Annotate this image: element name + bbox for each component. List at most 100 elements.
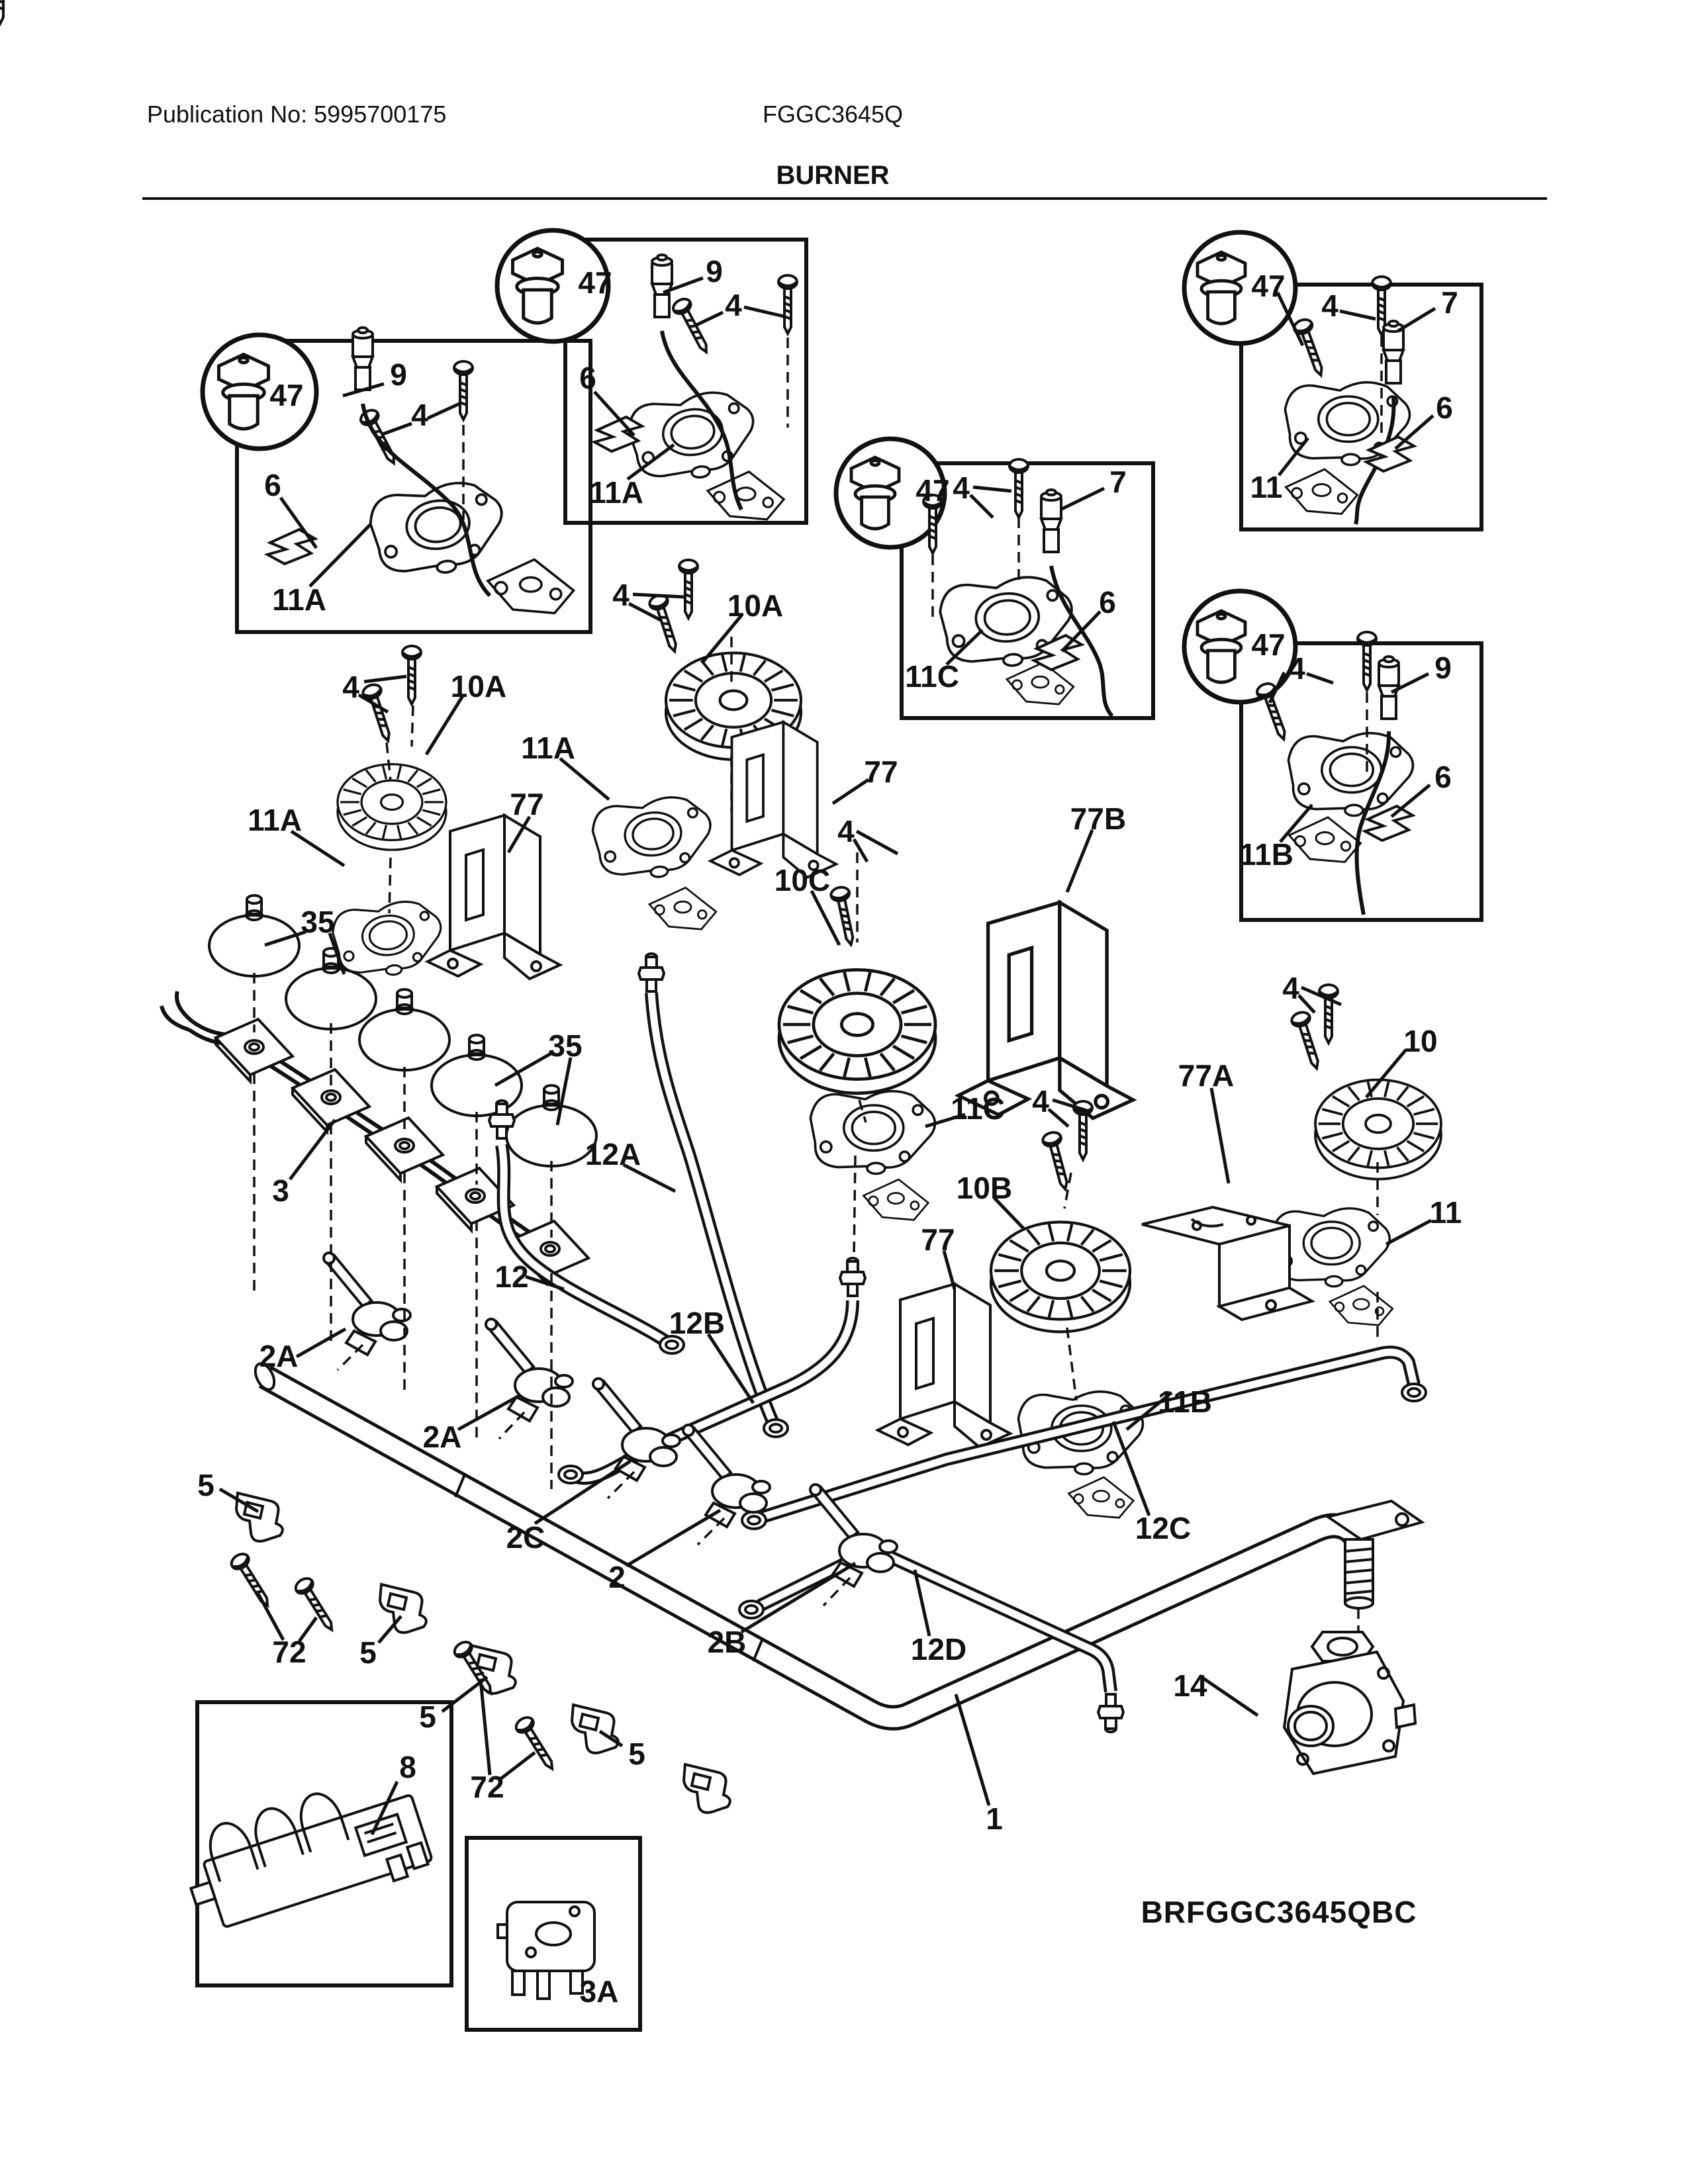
leader-line [694,310,724,328]
leader-line [279,496,318,549]
leader-line [297,1616,318,1643]
leader-line [1390,672,1430,694]
inset-boxes [195,238,1483,2032]
leader-line [1047,1108,1070,1128]
leader-line [1065,829,1094,893]
callout-11a: 11A [272,582,326,617]
callout-2b: 2B [707,1625,747,1659]
spark-electrode-harness [160,991,590,1285]
callout-47: 47 [269,378,304,412]
callout-12a: 12A [585,1137,641,1171]
callout-12c: 12C [1135,1511,1192,1545]
header-rule [142,197,1547,200]
leader-line [256,1592,285,1641]
callout-5: 5 [628,1737,645,1771]
callout-77: 77 [510,787,544,821]
leader-line [1198,1674,1259,1717]
dash-line [336,1343,364,1371]
dash-line [410,705,414,747]
callout-9: 9 [390,357,407,392]
leader-line [559,757,610,801]
callout-7: 7 [1441,285,1458,320]
callout-47: 47 [1251,627,1286,662]
leader-line [1365,1048,1407,1099]
leader-line [457,1393,522,1432]
leader-line [555,1057,573,1126]
callout-8: 8 [399,1750,416,1784]
leader-line [1059,486,1105,512]
callout-4: 4 [1321,289,1338,323]
leader-line [357,693,389,714]
dash-line [388,857,392,914]
leader-line [954,1694,991,1806]
leader-line [625,1508,722,1568]
callout-77a: 77A [1178,1058,1235,1093]
callout-12b: 12B [669,1306,726,1340]
inset-box-11a-mid [563,238,808,525]
callout-5: 5 [359,1635,377,1670]
inset-box-spark-module [195,1700,453,1987]
dash-line [858,1099,867,1123]
callout-11c: 11C [905,659,959,694]
callout-11c: 11C [951,1091,1005,1126]
callout-77: 77 [864,754,898,789]
leader-line [499,1751,536,1780]
leader-line [702,614,743,663]
leader-line [628,602,663,623]
leader-line [1297,994,1316,1014]
section-title: BURNER [776,161,890,190]
callout-11a: 11A [589,475,643,510]
leader-line [913,1569,931,1637]
callout-10a: 10A [450,669,507,704]
inset-box-igniter-switch [465,1836,642,2032]
igniter-switch-3a [496,1901,596,2000]
leader-line [308,523,372,588]
callout-11: 11 [1250,470,1283,504]
leader-line [663,276,704,295]
leader-line [1394,414,1434,450]
callout-11a: 11A [248,803,302,837]
callout-6: 6 [1434,760,1452,794]
callout-12d: 12D [910,1632,967,1666]
leader-line [264,930,306,947]
leader-line [1125,1391,1173,1431]
leader-line [598,1729,624,1748]
leader-line [525,1275,565,1291]
orifice-detail-circles [200,228,1298,705]
leader-line [426,402,461,420]
leader-line [972,485,1012,493]
callout-10a: 10A [727,588,784,623]
callout-leader-lines [218,276,1436,1836]
leader-line [945,629,984,666]
callout-4: 4 [953,471,970,505]
callout-47: 47 [1251,269,1286,303]
callout-4: 4 [1288,651,1305,686]
dash-line [1063,1172,1072,1209]
callout-4: 4 [1032,1084,1049,1118]
callout-2c: 2C [506,1520,545,1555]
callout-2a: 2A [259,1339,299,1373]
leader-line [328,933,346,975]
leader-line [1279,803,1313,843]
callout-2a: 2A [422,1420,462,1454]
callout-12: 12 [494,1259,529,1294]
callout-11b: 11B [1239,837,1293,872]
leader-line [1390,784,1431,818]
callout-11b: 11B [1158,1385,1212,1419]
leader-line [1339,309,1376,321]
callout-4: 4 [837,814,855,848]
leader-line [218,1487,259,1514]
leader-line [363,674,407,684]
leader-line [706,1333,755,1404]
inset-box-11a-left [235,339,592,634]
leader-line [969,494,994,519]
callout-6: 6 [579,361,596,395]
callout-3: 3 [272,1173,289,1208]
callout-6: 6 [1436,390,1453,425]
callout-10b: 10B [956,1171,1013,1205]
leader-line [632,592,685,599]
leader-line [1111,1421,1151,1516]
leader-line [424,694,465,756]
callout-5: 5 [419,1700,436,1734]
